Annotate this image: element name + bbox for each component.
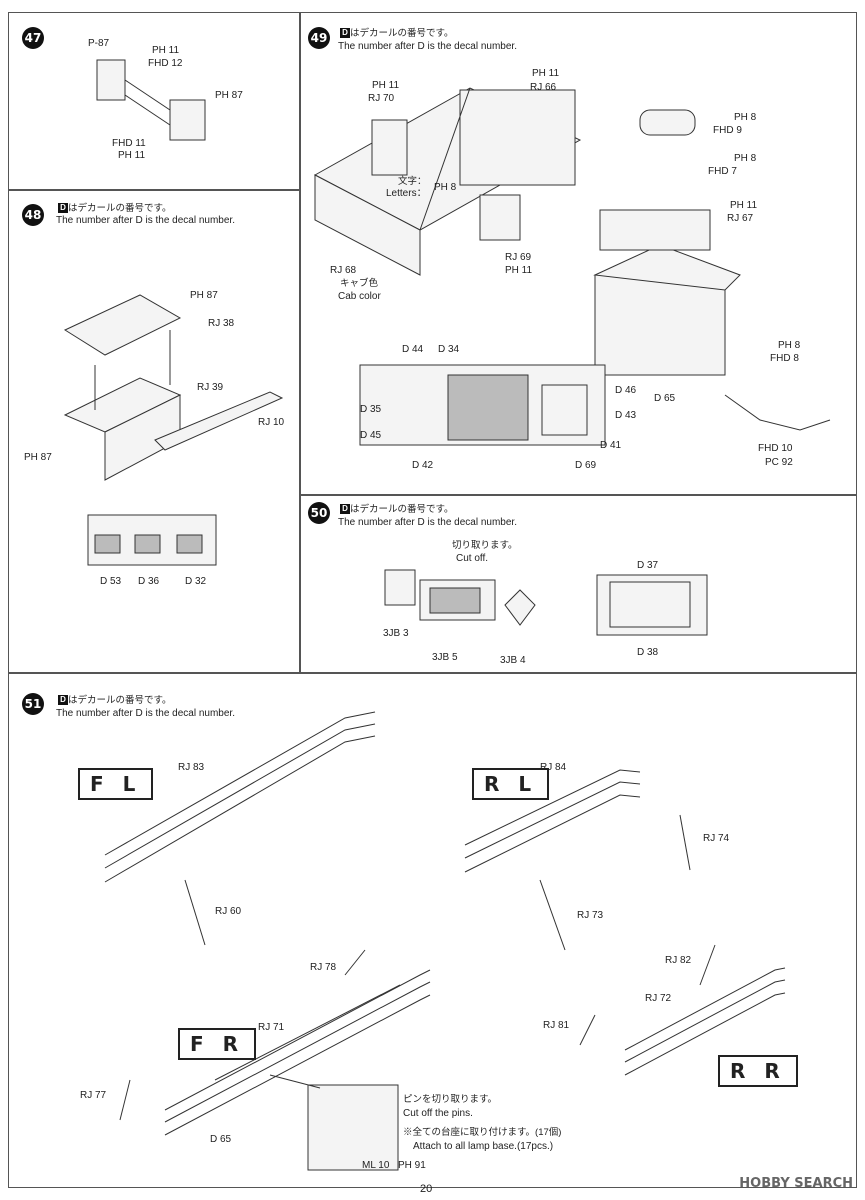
label-50-3jb5: 3JB 5 xyxy=(432,652,458,663)
decal-44: D 44 xyxy=(402,344,424,355)
decal-32: D 32 xyxy=(185,576,207,587)
label-ph87: PH 87 xyxy=(215,90,243,101)
decal-69: D 69 xyxy=(575,460,597,471)
label-51-rj72: RJ 72 xyxy=(645,993,672,1004)
step-50-cut-en: Cut off. xyxy=(456,553,489,564)
step-50-cut-jp: 切り取ります。 xyxy=(452,540,518,551)
label-51-rj60: RJ 60 xyxy=(215,906,242,917)
label-51-rj82: RJ 82 xyxy=(665,955,692,966)
step-48-panel xyxy=(8,190,300,673)
label-49-ph8c: PH 8 xyxy=(734,153,757,164)
label-49-ph8b: PH 8 xyxy=(734,112,757,123)
label-49-fhd8: FHD 8 xyxy=(770,353,799,364)
decal-36: D 36 xyxy=(138,576,160,587)
label-49-moji: 文字： xyxy=(398,176,427,187)
decal-46: D 46 xyxy=(615,385,637,396)
step-50-panel xyxy=(300,495,857,673)
pin-note-en: Cut off the pins. xyxy=(403,1108,473,1119)
label-49-pc92: PC 92 xyxy=(765,457,793,468)
label-49-rj66: RJ 66 xyxy=(530,82,557,93)
label-48-ph87b: PH 87 xyxy=(24,452,52,463)
label-51-rj77: RJ 77 xyxy=(80,1090,107,1101)
group-rr: R R xyxy=(718,1055,798,1087)
label-49-rj69: RJ 69 xyxy=(505,252,532,263)
label-fhd12: FHD 12 xyxy=(148,58,183,69)
step-51-panel xyxy=(8,673,857,1188)
decal-53: D 53 xyxy=(100,576,122,587)
decal-38: D 38 xyxy=(637,647,659,658)
label-ph11b: PH 11 xyxy=(118,150,146,161)
label-fhd11: FHD 11 xyxy=(112,138,146,149)
label-49-cab-jp: キャブ色 xyxy=(340,278,379,289)
label-49-ph11b: PH 11 xyxy=(532,68,560,79)
label-ph11: PH 11 xyxy=(152,45,180,56)
label-51-rj73: RJ 73 xyxy=(577,910,604,921)
label-50-3jb3: 3JB 3 xyxy=(383,628,409,639)
label-51-rj78: RJ 78 xyxy=(310,962,337,973)
label-49-ph11: PH 11 xyxy=(372,80,400,91)
step-47-number: 47 xyxy=(22,27,44,49)
label-p87: P-87 xyxy=(88,38,110,49)
decal-35: D 35 xyxy=(360,404,382,415)
label-49-rj70: RJ 70 xyxy=(368,93,395,104)
label-48-rj39: RJ 39 xyxy=(197,382,224,393)
attach-note-en: Attach to all lamp base.(17pcs.) xyxy=(413,1141,554,1152)
label-51-rj74: RJ 74 xyxy=(703,833,730,844)
label-48-rj10: RJ 10 xyxy=(258,417,285,428)
label-48-ph87: PH 87 xyxy=(190,290,218,301)
label-49-ph11c: PH 11 xyxy=(505,265,533,276)
decal-65: D 65 xyxy=(654,393,676,404)
label-51-rj84: RJ 84 xyxy=(540,762,567,773)
step-49-number: 49 xyxy=(308,27,330,49)
group-rl: R L xyxy=(472,768,550,800)
step-48-number: 48 xyxy=(22,204,44,226)
label-51-rj71: RJ 71 xyxy=(258,1022,285,1033)
decal-42: D 42 xyxy=(412,460,434,471)
label-49-rj67: RJ 67 xyxy=(727,213,754,224)
step-49-panel xyxy=(300,12,857,495)
decal-51-65: D 65 xyxy=(210,1134,232,1145)
decal-43: D 43 xyxy=(615,410,637,421)
decal-37: D 37 xyxy=(637,560,659,571)
label-49-rj68: RJ 68 xyxy=(330,265,357,276)
label-49-fhd7: FHD 7 xyxy=(708,166,737,177)
label-49-ph11d: PH 11 xyxy=(730,200,758,211)
decal-34: D 34 xyxy=(438,344,460,355)
label-49-cab-en: Cab color xyxy=(338,291,381,302)
step-47-panel xyxy=(8,12,300,190)
label-50-3jb4: 3JB 4 xyxy=(500,655,526,666)
attach-note-jp: ※全ての台座に取り付けます。(17個) xyxy=(403,1127,562,1138)
decal-41: D 41 xyxy=(600,440,622,451)
label-51-rj83: RJ 83 xyxy=(178,762,205,773)
label-49-letters: Letters： xyxy=(386,188,427,199)
label-49-fhd10: FHD 10 xyxy=(758,443,793,454)
step-48-note-en: The number after D is the decal number. xyxy=(56,215,235,226)
step-51-number: 51 xyxy=(22,693,44,715)
label-51-ml10: ML 10 xyxy=(362,1160,390,1171)
step-50-number: 50 xyxy=(308,502,330,524)
step-50-note-en: The number after D is the decal number. xyxy=(338,517,517,528)
pin-note-jp: ピンを切り取ります。 xyxy=(403,1094,498,1105)
watermark: HOBBY SEARCH xyxy=(739,1176,853,1191)
label-49-fhd9: FHD 9 xyxy=(713,125,742,136)
group-fl: F L xyxy=(78,768,154,800)
group-fr: F R xyxy=(178,1028,257,1060)
page-number: 20 xyxy=(420,1183,433,1195)
step-51-note-en: The number after D is the decal number. xyxy=(56,708,235,719)
decal-45: D 45 xyxy=(360,430,382,441)
label-49-ph8d: PH 8 xyxy=(778,340,801,351)
label-51-rj81: RJ 81 xyxy=(543,1020,570,1031)
label-51-ph91: PH 91 xyxy=(398,1160,426,1171)
step-49-note-en: The number after D is the decal number. xyxy=(338,41,517,52)
label-49-ph8: PH 8 xyxy=(434,182,457,193)
label-48-rj38: RJ 38 xyxy=(208,318,235,329)
